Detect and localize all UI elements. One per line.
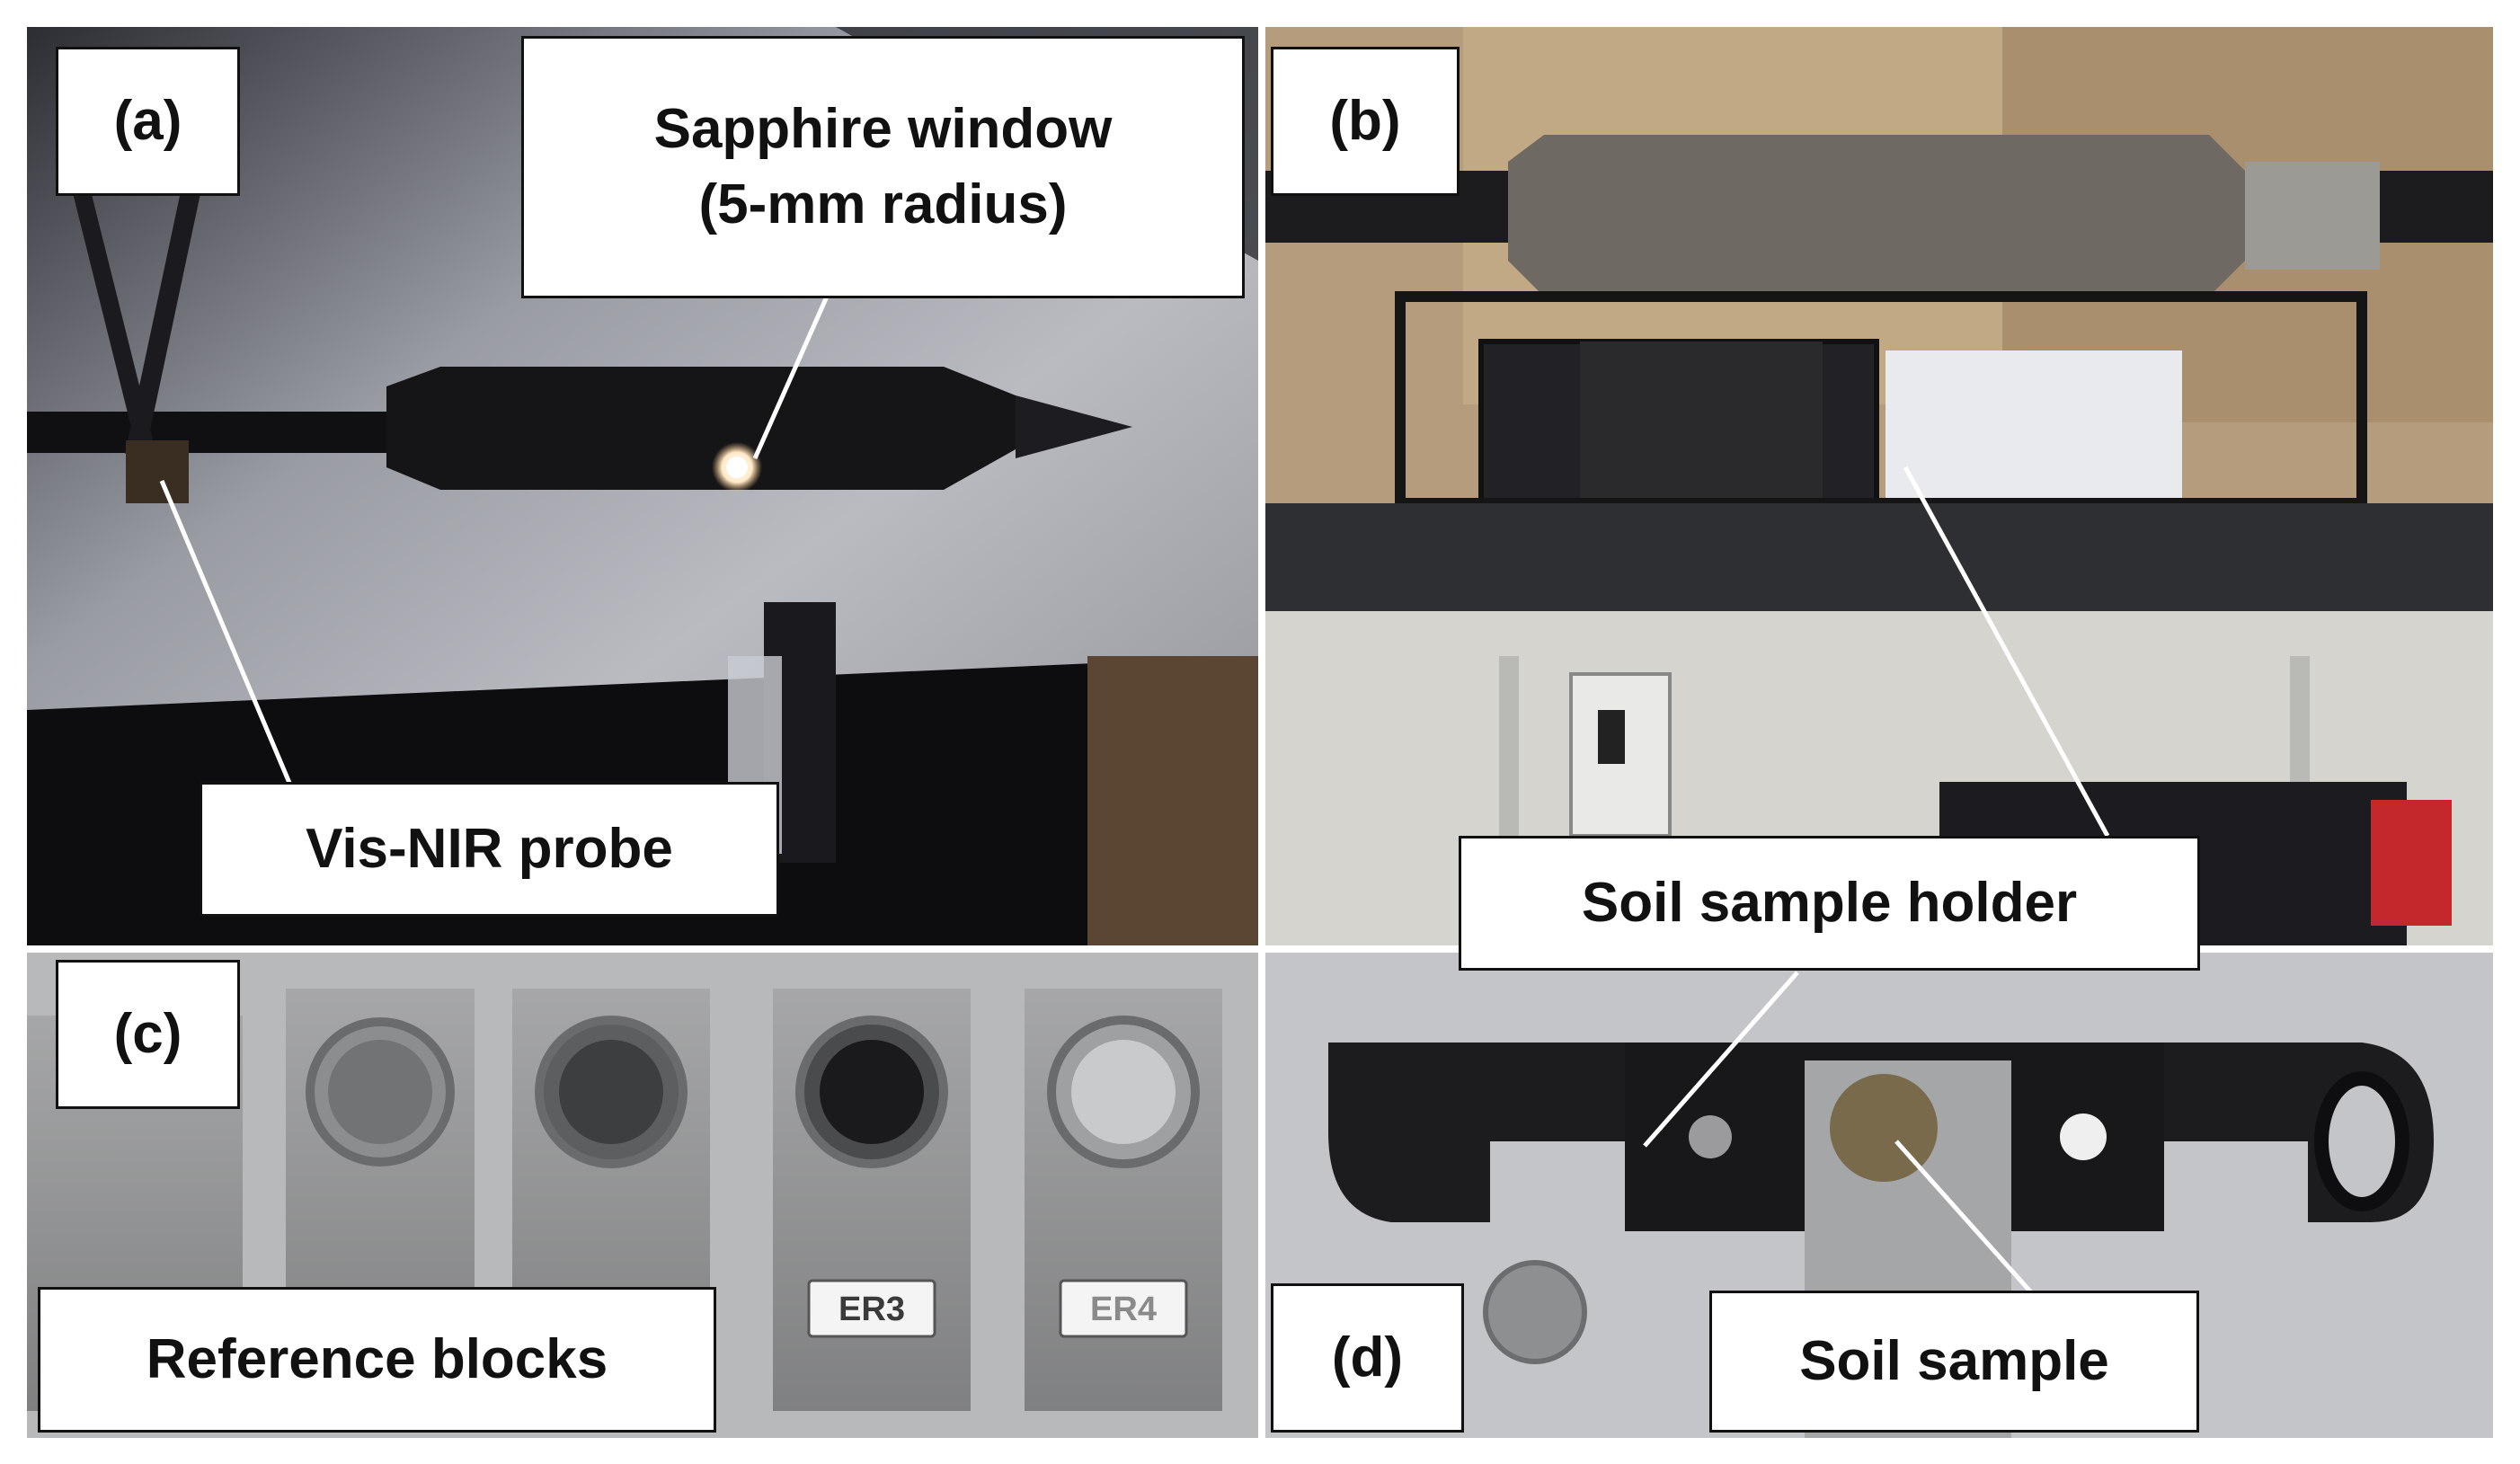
callout-sapphire-window-line1: Sapphire window: [653, 98, 1113, 161]
callout-sapphire-window: Sapphire window (5-mm radius): [521, 36, 1245, 298]
callout-sapphire-window-line2: (5-mm radius): [698, 173, 1068, 235]
panel-d-scene: [1265, 953, 2493, 1438]
panel-label-c-text: (c): [113, 1003, 182, 1066]
block-tag-er3: [807, 1279, 936, 1338]
block-tag-er3-text: ER3: [839, 1291, 905, 1328]
block-tag-er4: [1059, 1279, 1188, 1338]
panel-label-d: (d): [1271, 1283, 1464, 1433]
callout-reference-blocks: Reference blocks: [38, 1287, 716, 1433]
panel-label-b-text: (b): [1329, 90, 1401, 153]
callout-soil-sample-text: Soil sample: [1799, 1330, 2109, 1393]
callout-soil-sample: Soil sample: [1709, 1291, 2199, 1433]
callout-soil-sample-holder: Soil sample holder: [1459, 836, 2200, 971]
callout-vis-nir-probe: Vis-NIR probe: [200, 782, 779, 917]
block-tag-er4-text: ER4: [1090, 1291, 1157, 1328]
callout-reference-blocks-text: Reference blocks: [146, 1328, 608, 1391]
panel-label-a-text: (a): [113, 90, 182, 153]
callout-vis-nir-probe-text: Vis-NIR probe: [306, 818, 673, 881]
callout-soil-sample-holder-text: Soil sample holder: [1581, 872, 2078, 935]
panel-label-c: (c): [56, 960, 240, 1109]
panel-label-a: (a): [56, 47, 240, 196]
panel-d-photo: [1265, 953, 2493, 1438]
panel-label-d-text: (d): [1331, 1326, 1404, 1389]
panel-label-b: (b): [1271, 47, 1460, 196]
